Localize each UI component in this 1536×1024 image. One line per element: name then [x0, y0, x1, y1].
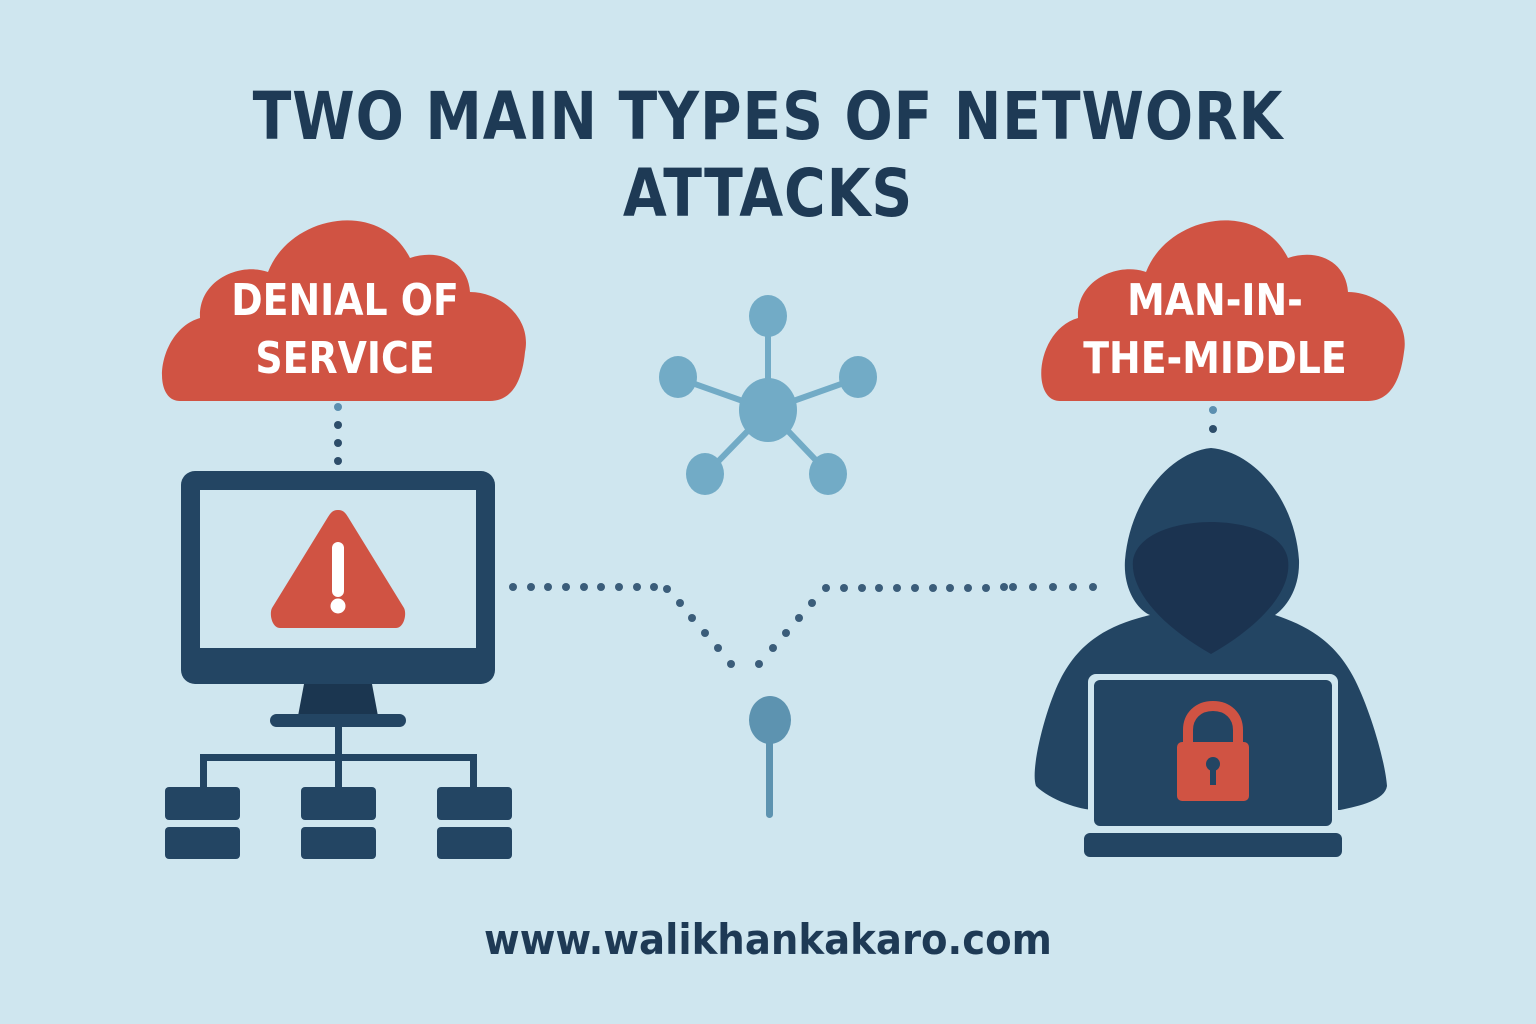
label-line-1: MAN-IN- — [1127, 275, 1303, 326]
label-line-2: THE-MIDDLE — [1083, 333, 1347, 384]
cloud-icon — [1041, 220, 1405, 401]
padlock-icon — [1177, 700, 1249, 801]
denial-of-service-label: DENIAL OF SERVICE — [195, 272, 496, 388]
website-url: www.walikhankakaro.com — [484, 915, 1052, 964]
cloud-icon — [161, 220, 526, 401]
dotted-connector-left — [334, 403, 342, 465]
label-line-1: DENIAL OF — [231, 275, 459, 326]
dotted-connection-lines — [509, 583, 1097, 668]
dotted-connector-right — [1209, 406, 1217, 433]
node-pin-icon — [749, 696, 791, 818]
label-line-2: SERVICE — [255, 333, 435, 384]
network-hub-icon — [659, 295, 877, 495]
warning-icon — [270, 510, 406, 628]
network-hierarchy-icon — [165, 727, 512, 859]
page-title: TWO MAIN TYPES OF NETWORK ATTACKS — [252, 78, 1284, 232]
man-in-the-middle-label: MAN-IN- THE-MIDDLE — [1065, 272, 1366, 388]
